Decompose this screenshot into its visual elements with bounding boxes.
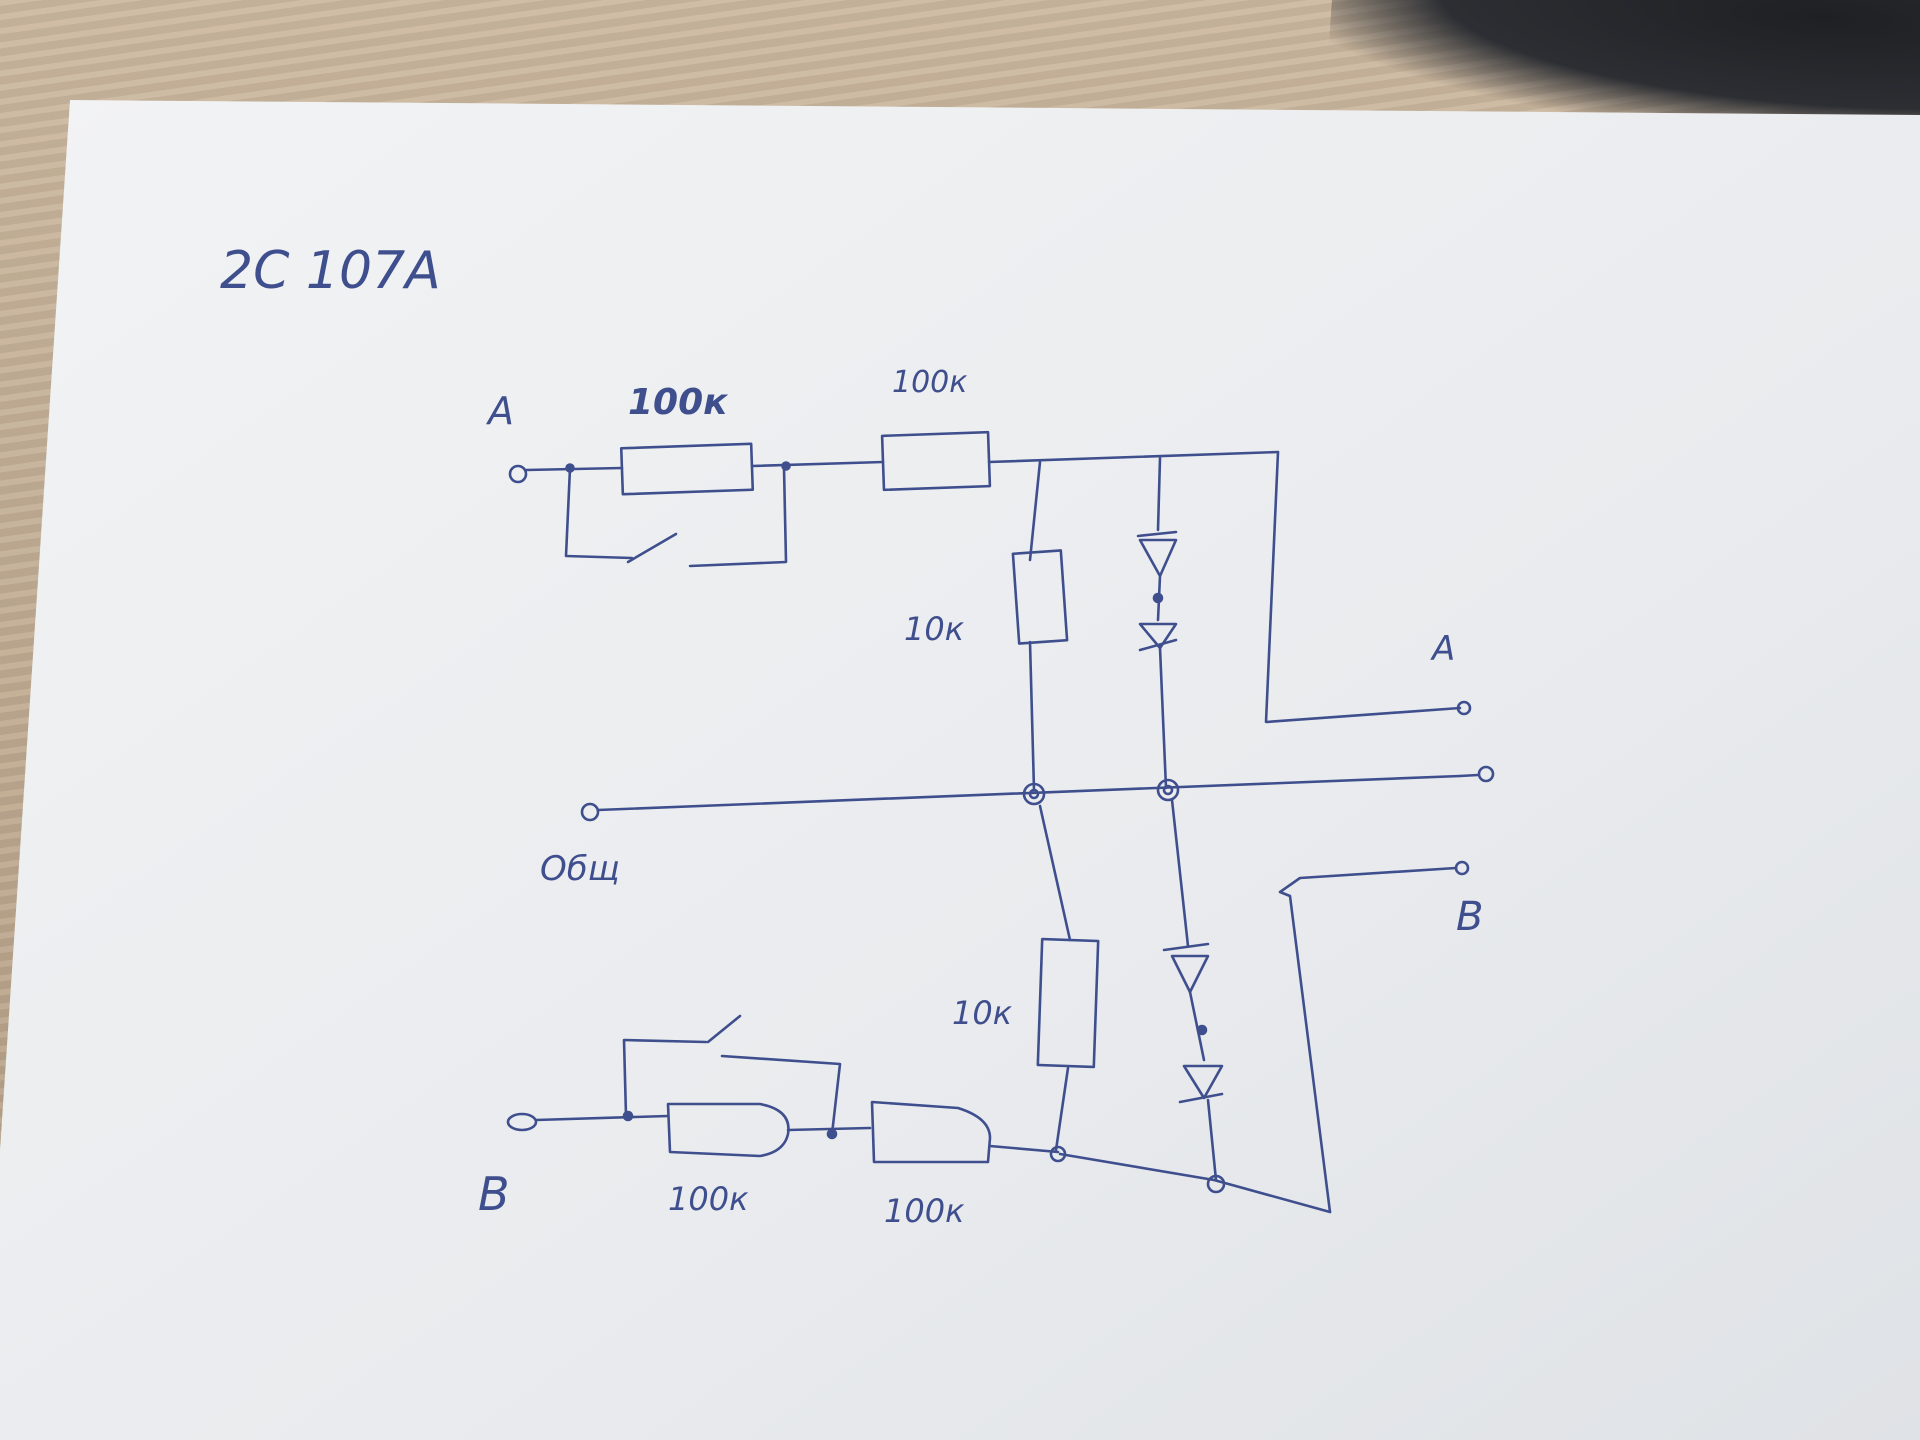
zener-lower-1 (1170, 954, 1210, 994)
label-r-top-1: 100к (628, 382, 729, 423)
resistor-bot-1 (666, 1102, 790, 1158)
terminal-a-in (508, 464, 528, 484)
resistor-mid-lower (1036, 937, 1100, 1069)
label-r-top-2: 100к (892, 365, 967, 400)
wire-common-end (1458, 773, 1480, 778)
bypass-bottom-2 (720, 1054, 842, 1136)
node-bot-r10 (1049, 1145, 1067, 1163)
switch-bottom (706, 1014, 742, 1044)
node-common-1 (1022, 782, 1046, 806)
wire-zener-lower (1170, 798, 1190, 948)
terminal-b-in (506, 1112, 538, 1132)
wire-b-bottom-3 (988, 1144, 1060, 1154)
node-zener-upper (1152, 592, 1164, 604)
wire-a-out (1264, 450, 1462, 724)
label-b-in: B (478, 1167, 510, 1221)
zener-lower-1-bar (1162, 942, 1210, 952)
bypass-top-2 (688, 466, 788, 568)
wire-zener-lower-2 (1206, 1098, 1218, 1182)
wire-b-bottom-2 (786, 1126, 872, 1132)
node-bot-1 (622, 1110, 634, 1122)
bypass-top (564, 466, 634, 560)
zener-upper-1-bar (1136, 530, 1178, 538)
node-bot-2 (826, 1128, 838, 1140)
switch-top (626, 532, 678, 564)
node-zener-lower (1196, 1024, 1208, 1036)
wire-b-bottom-4 (1058, 1152, 1332, 1214)
schematic (506, 430, 1495, 1214)
wire-zener-lower-mid (1188, 990, 1206, 1062)
label-r-mid-lower: 10к (952, 994, 1013, 1032)
title-label: 2C 107A (220, 241, 441, 301)
label-r-bot-1: 100к (668, 1180, 749, 1218)
wire-zener-upper-2 (1158, 646, 1168, 790)
wire-b-bottom (534, 1114, 670, 1122)
wire-a-top-3 (987, 450, 1280, 464)
label-a-in: A (485, 389, 514, 433)
zener-upper-2-bar (1138, 638, 1178, 652)
wire-zener-upper (1156, 456, 1162, 532)
zener-upper-2 (1138, 622, 1178, 650)
node-bot-zener (1206, 1174, 1226, 1194)
bypass-bottom (622, 1038, 708, 1118)
resistor-mid-upper (1011, 549, 1069, 645)
label-a-out: A (1430, 629, 1455, 669)
resistor-top-2 (880, 430, 992, 492)
node-common-1-inner (1028, 788, 1040, 800)
wire-r10-lower (1038, 804, 1072, 942)
node-top-1 (565, 463, 575, 473)
wire-a-top-2 (750, 460, 885, 468)
terminal-common-out (1477, 765, 1495, 783)
node-common-2-inner (1162, 784, 1174, 796)
label-r-bot-2: 100к (884, 1192, 965, 1230)
label-b-out: B (1456, 894, 1483, 940)
label-r-mid-upper: 10к (904, 610, 965, 648)
wire-b-out (1278, 866, 1458, 1214)
wire-r10-lower-2 (1054, 1066, 1070, 1152)
node-common-2 (1156, 778, 1180, 802)
terminal-common (580, 802, 600, 822)
paper (0, 100, 1920, 1440)
zener-lower-2-bar (1178, 1092, 1224, 1104)
terminal-a-out (1456, 700, 1472, 716)
wire-r10-upper (1028, 460, 1042, 562)
terminal-b-out (1454, 860, 1470, 876)
wire-r10-upper-2 (1028, 640, 1036, 792)
zener-lower-2 (1182, 1064, 1224, 1100)
label-common: Общ (540, 849, 620, 889)
zener-upper-1 (1138, 538, 1178, 578)
node-top-2 (781, 461, 791, 471)
resistor-bot-2 (870, 1100, 992, 1164)
